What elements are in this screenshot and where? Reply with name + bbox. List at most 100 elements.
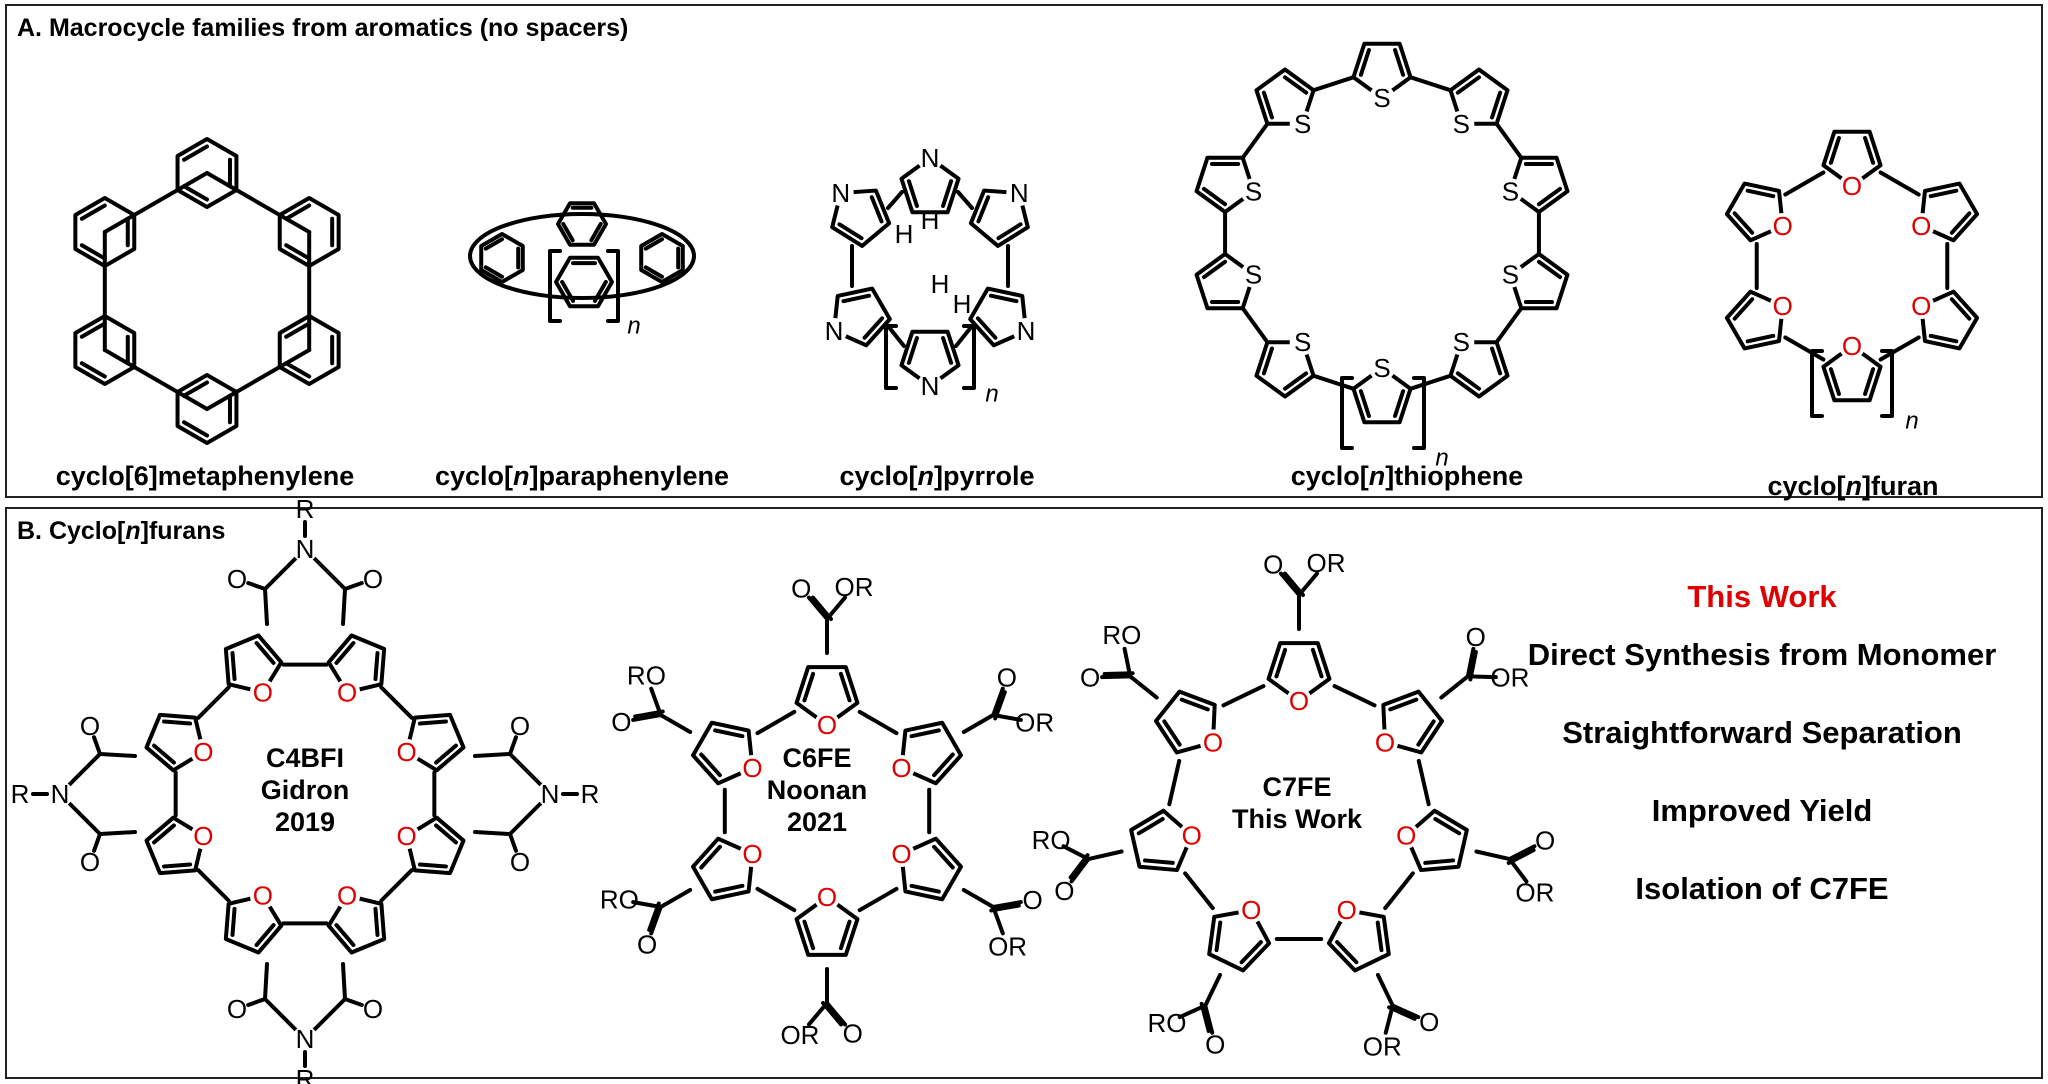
biaryl-bond — [1241, 306, 1270, 344]
furan-ring — [223, 633, 284, 695]
biaryl-bond — [196, 685, 231, 720]
ester-bond — [1177, 1003, 1208, 1020]
double-bond — [1239, 940, 1263, 965]
double-bond — [1283, 75, 1309, 95]
carbonyl-bond — [1390, 1003, 1421, 1020]
repeat-bracket — [1412, 376, 1426, 450]
double-bond — [592, 280, 608, 303]
double-bond — [284, 321, 312, 339]
double-bond — [909, 728, 941, 739]
biaryl-bond — [1312, 75, 1355, 93]
double-bond — [869, 195, 884, 224]
carbonyl-bond — [343, 581, 364, 591]
heteroatom-label: S — [1373, 353, 1390, 383]
carbonyl-oxygen: O — [227, 564, 247, 594]
label-cyclo-furan: cyclo[n]furan — [1767, 471, 1939, 501]
ester-bond — [631, 900, 663, 909]
r-group: R — [11, 779, 30, 809]
furan-ring — [144, 815, 206, 876]
atom-mask — [888, 755, 915, 781]
carbonyl-bond — [631, 713, 663, 722]
double-bond — [1261, 346, 1274, 376]
ester-bond — [658, 888, 693, 909]
carbonyl-bond — [991, 686, 1005, 717]
carbonyl-oxygen: O — [997, 662, 1017, 692]
atom-mask — [827, 180, 854, 207]
double-bond — [334, 641, 356, 665]
atom-mask — [393, 738, 420, 765]
atom-mask — [1769, 293, 1796, 319]
ester-bond — [1439, 674, 1470, 700]
atom-mask — [47, 781, 73, 807]
thiophene-ring — [1351, 41, 1413, 100]
atom-mask — [739, 755, 766, 781]
carbonyl-oxygen: O — [611, 707, 631, 737]
atom-mask — [821, 318, 848, 344]
ester-bond — [825, 595, 848, 621]
double-bond — [1358, 48, 1371, 77]
carbonyl-bond — [246, 581, 267, 591]
heteroatom-label: O — [253, 881, 273, 911]
double-bond — [1162, 719, 1182, 747]
atom-mask — [1289, 110, 1316, 137]
cyclo-paraphenylene-structure: n — [468, 201, 696, 340]
double-bond — [906, 336, 919, 365]
heteroatom-label: O — [1842, 171, 1862, 201]
pyrrole-ring — [830, 188, 892, 248]
atom-mask — [1769, 213, 1796, 239]
carbonyl-oxygen: O — [637, 930, 657, 960]
heteroatom-label: S — [1502, 176, 1519, 206]
double-bond — [230, 651, 237, 682]
ester-group: RO — [627, 661, 666, 691]
atom-mask — [1006, 180, 1033, 207]
atom-mask — [1199, 729, 1226, 756]
double-bond — [841, 293, 872, 304]
heteroatom-label: O — [1375, 727, 1395, 757]
benzene-ring — [639, 232, 685, 284]
heteroatom-label: N — [921, 371, 940, 401]
atom-mask — [1240, 261, 1267, 288]
double-bond — [284, 361, 312, 379]
heteroatom-label: O — [1182, 820, 1202, 850]
atom-mask — [537, 781, 563, 807]
heteroatom-label: O — [337, 881, 357, 911]
furan-ring — [899, 720, 964, 786]
double-bond — [182, 144, 209, 162]
double-bond — [1274, 647, 1288, 679]
double-bond — [1433, 817, 1462, 836]
heteroatom-label: O — [193, 821, 213, 851]
biaryl-bond — [1312, 373, 1355, 391]
biaryl-bond — [102, 348, 209, 411]
repeat-n: n — [1435, 445, 1448, 472]
atom-mask — [1012, 318, 1039, 344]
double-bond — [162, 719, 193, 726]
ester-group: OR — [1363, 1031, 1402, 1061]
carbonyl-oxygen: O — [1466, 622, 1486, 652]
double-bond — [1283, 371, 1309, 391]
double-bond — [838, 671, 852, 703]
double-bond — [1949, 297, 1972, 321]
furan-ring — [1724, 181, 1785, 243]
repeat-bracket — [548, 249, 562, 323]
double-bond — [1214, 920, 1223, 953]
atom-mask — [190, 738, 217, 765]
carbonyl-oxygen: O — [227, 994, 247, 1024]
summary-item-4: Isolation of C7FE — [1635, 871, 1889, 906]
carbonyl-oxygen: O — [1263, 549, 1283, 579]
furan-ring — [1381, 689, 1444, 755]
biaryl-bond — [1383, 871, 1415, 911]
double-bond — [162, 862, 193, 869]
pyrrole-ring — [968, 286, 1028, 348]
double-bond — [1393, 48, 1406, 77]
pyrrole-ring — [899, 156, 961, 215]
summary-item-1: Direct Synthesis from Monomer — [1527, 637, 1997, 672]
double-bond — [1201, 259, 1228, 280]
double-bond — [152, 743, 176, 765]
atom-mask — [190, 823, 217, 850]
heteroatom-label: O — [193, 737, 213, 767]
furan-ring — [1326, 908, 1391, 973]
biaryl-bond — [205, 171, 312, 234]
c7fe-label: C7FE This Work — [1231, 772, 1363, 834]
double-bond — [561, 222, 575, 243]
